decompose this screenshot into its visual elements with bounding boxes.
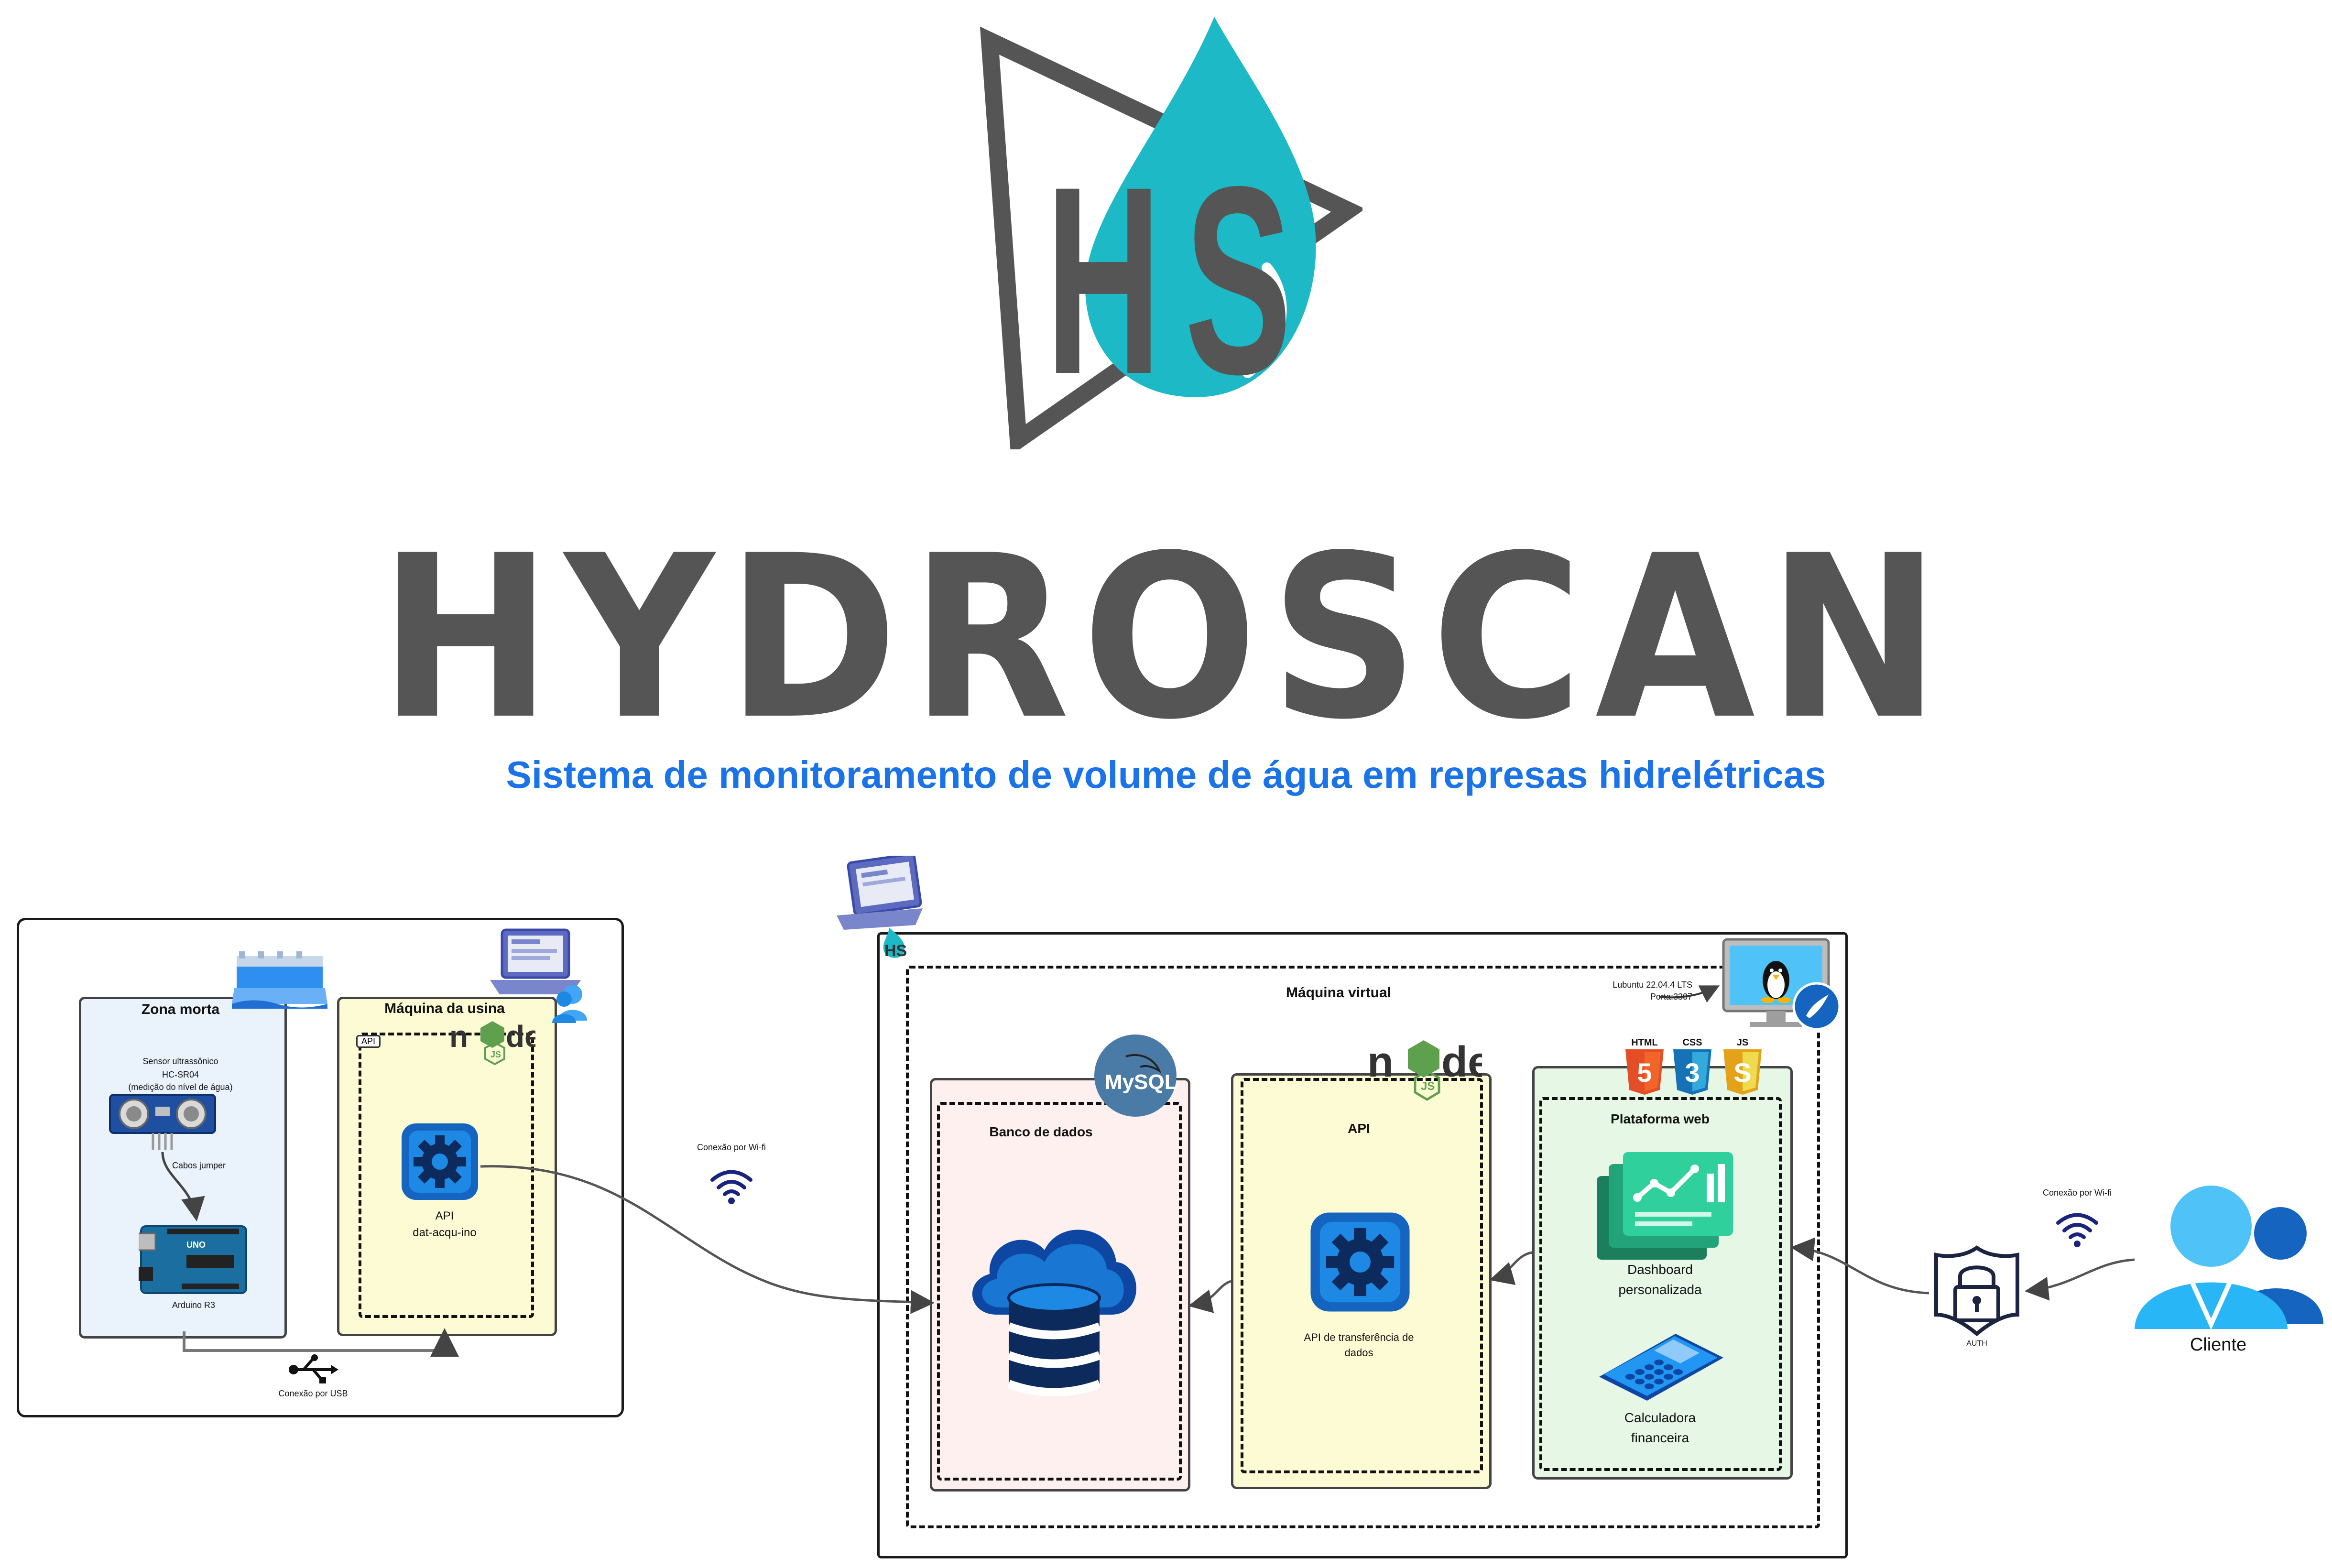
api-caption-2: dados [1344,1347,1373,1359]
svg-text:JS: JS [1421,1080,1435,1093]
cable-label: Cabos jumper [172,1161,226,1170]
gear-api-icon [402,1123,478,1200]
dashboard-label-2: personalizada [1618,1282,1702,1297]
dashboard-icon [1597,1152,1733,1260]
dam-icon [232,951,327,1009]
svg-text:HS: HS [884,942,907,960]
html-label: HTML [1631,1037,1658,1048]
os-label-2: Porta:3307 [1650,992,1692,1002]
laptop-user-icon [490,928,587,1023]
os-label-1: Lubuntu 22.04.4 LTS [1613,980,1692,990]
nodejs-right-icon: n de JS [1367,1038,1482,1101]
api-gear-icon [1310,1212,1410,1312]
banco-dashed-box [937,1102,1182,1481]
auth-label: AUTH [1966,1339,1987,1348]
svg-text:S: S [1733,1057,1751,1088]
calculator-icon [1599,1334,1723,1401]
maquina-usina-title: Máquina da usina [384,1001,505,1016]
web-title: Plataforma web [1611,1111,1710,1126]
sensor-label-3: (medição do nível de água) [128,1082,233,1092]
web-panel [1532,1066,1793,1480]
linux-monitor-icon [1722,938,1841,1031]
logo-letter-s: S [1185,131,1292,430]
api-tag: API [356,1035,381,1048]
calc-label-2: financeira [1631,1430,1689,1445]
logo-letter-h: H [1046,131,1162,430]
api-title: API [1348,1121,1370,1136]
api-dashed-box [1241,1078,1483,1473]
arduino-label: Arduino R3 [172,1300,216,1310]
calc-label-1: Calculadora [1624,1410,1696,1425]
brand-name: HYDROSCAN [379,507,1953,769]
svg-text:UNO: UNO [186,1240,206,1250]
sensor-label-2: HC-SR04 [162,1070,199,1079]
usb-icon [289,1354,338,1383]
mysql-label: MySQL [1105,1070,1177,1094]
zona-morta-title: Zona morta [141,1002,220,1017]
svg-text:de: de [506,1019,535,1054]
js-label: JS [1737,1037,1748,1048]
client-label: Cliente [2190,1335,2247,1355]
sensor-icon [109,1094,216,1150]
svg-text:n: n [449,1019,468,1054]
html5-icon: HTML 5 [1625,1037,1664,1095]
page-subtitle: Sistema de monitoramento de volume de ág… [506,753,1826,796]
wifi-right-label: Conexão por Wi-fi [2042,1188,2112,1198]
client-to-auth-connector [2025,1258,2135,1301]
js-icon: JS S [1723,1037,1762,1095]
svg-text:5: 5 [1637,1057,1652,1088]
wifi-right-icon [2056,1213,2098,1247]
nodejs-icon: n de JS [449,1019,535,1066]
arduino-icon: UNO [139,1225,247,1294]
svg-text:JS: JS [490,1050,501,1059]
svg-text:n: n [1367,1038,1394,1086]
usina-api-label-1: API [435,1209,454,1222]
wifi-left-label: Conexão por Wi-fi [697,1143,766,1152]
usina-api-label-2: dat-acqu-ino [413,1226,477,1239]
svg-text:3: 3 [1685,1057,1700,1088]
users-icon [2135,1186,2323,1330]
css-label: CSS [1682,1037,1702,1048]
mysql-icon: MySQL [1094,1034,1177,1117]
usb-label: Conexão por USB [278,1389,348,1398]
banco-title: Banco de dados [989,1124,1093,1139]
web-dashed-box [1539,1097,1782,1471]
lock-shield-icon [1934,1245,2019,1337]
hs-logo: H S [980,17,1362,449]
svg-text:de: de [1441,1038,1482,1086]
database-cloud-icon [972,1230,1136,1396]
logo-drop-icon [980,17,1362,449]
css3-icon: CSS 3 [1673,1037,1711,1095]
maquina-virtual-title: Máquina virtual [1286,985,1392,1001]
api-caption-1: API de transferência de [1304,1331,1414,1343]
laptop-hs-icon: HS [837,856,923,960]
dashboard-label-1: Dashboard [1627,1262,1693,1277]
wifi-icon [710,1170,752,1204]
sensor-label-1: Sensor ultrassônico [142,1056,218,1066]
